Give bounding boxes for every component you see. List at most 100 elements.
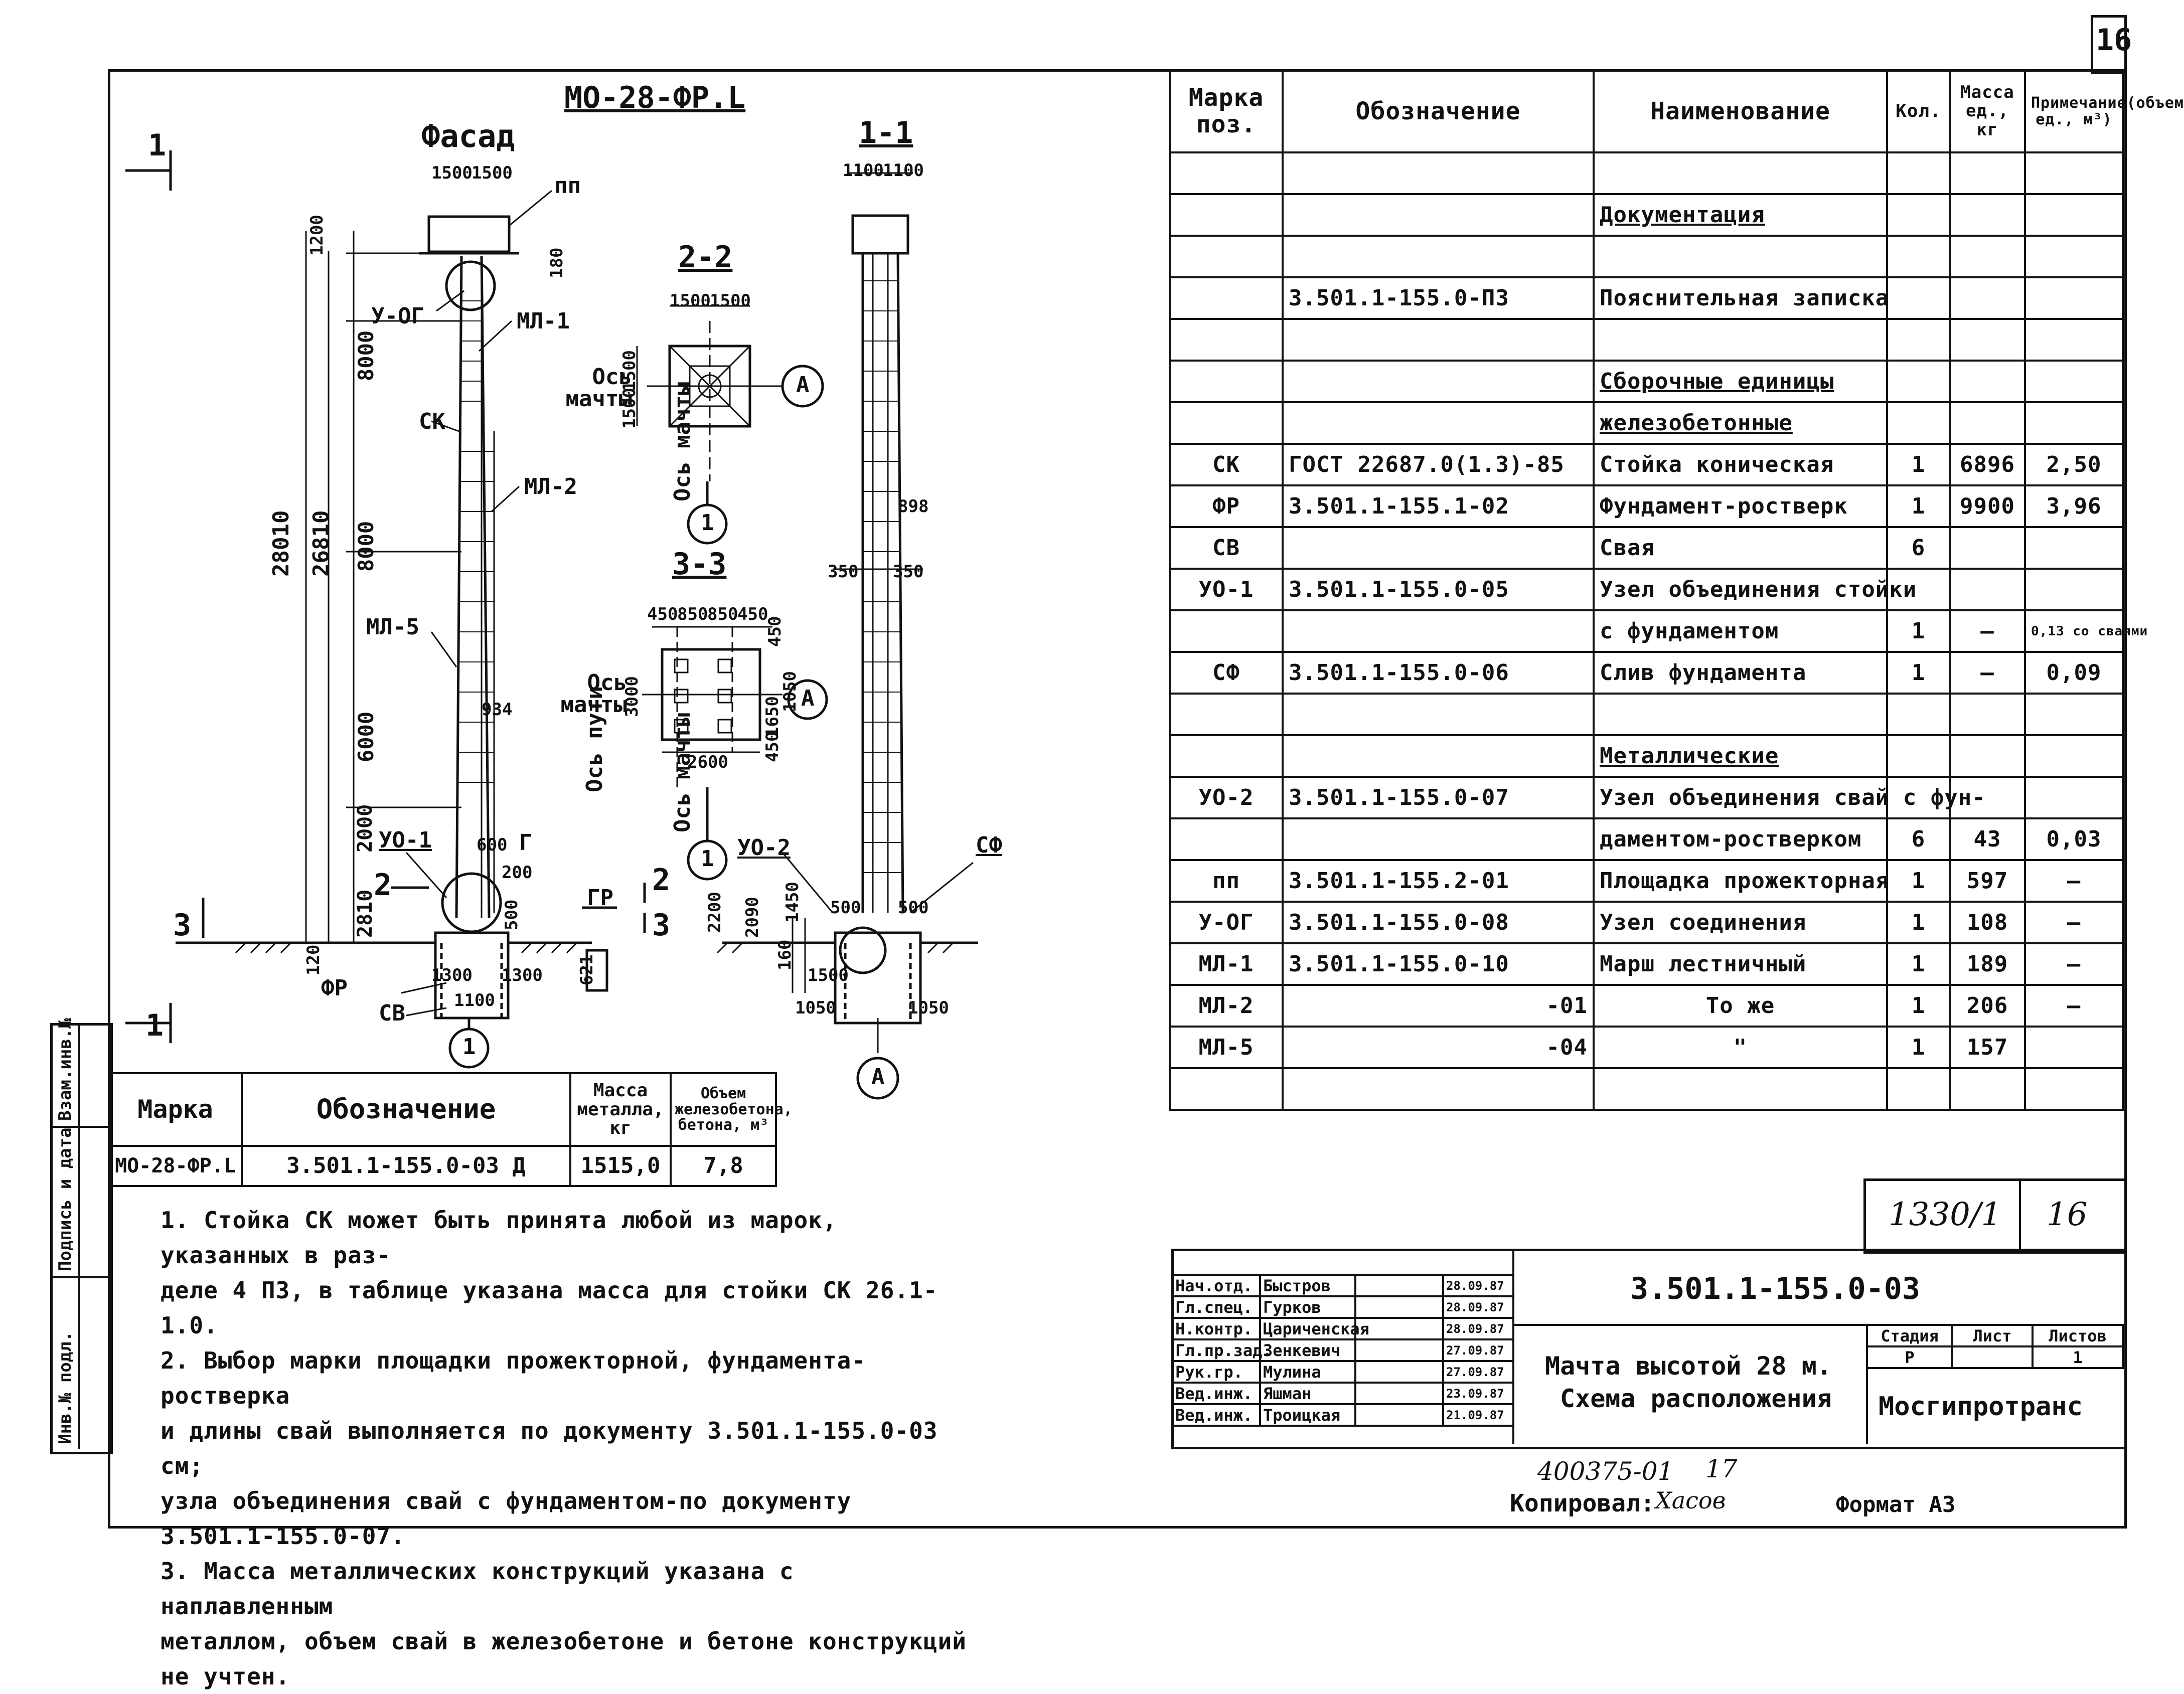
- os-machty-22: Ось мачты: [565, 364, 632, 412]
- listov-value: 1: [2032, 1345, 2124, 1369]
- spec-row: железобетонные: [1169, 401, 2124, 445]
- cut-mark-2-right: 2: [652, 863, 671, 898]
- spec-row: Металлические: [1169, 734, 2124, 778]
- cut-mark-3-right: 3: [652, 908, 671, 943]
- spec-cell-pos: [1169, 360, 1284, 403]
- spec-cell-pos: [1169, 734, 1284, 778]
- spec-cell-oboz: 3.501.1-155.0-06: [1282, 651, 1595, 695]
- spec-cell-massa: [1949, 693, 2026, 736]
- spec-cell-massa: 206: [1949, 984, 2026, 1028]
- spec-cell-oboz: [1282, 151, 1595, 195]
- left-margin-divider-1: [78, 1023, 80, 1449]
- dim-2200: 2200: [705, 892, 725, 933]
- spec-cell-oboz: 3.501.1-155.1-02: [1282, 484, 1595, 528]
- spec-cell-pos: ФР: [1169, 484, 1284, 528]
- dim-33-1050: 1050: [780, 671, 800, 712]
- os-machty-33: Ось мачты: [560, 670, 627, 718]
- notes-block: 1. Стойка СК может быть принята любой из…: [161, 1203, 973, 1694]
- spec-cell-kol: [1886, 734, 1951, 778]
- signature-sign: [1354, 1317, 1444, 1340]
- spec-cell-prim: [2024, 1067, 2124, 1111]
- stadia-label: Стадия: [1866, 1324, 1953, 1347]
- sheet-code-num: 16: [2047, 1196, 2088, 1233]
- spec-cell-massa: —: [1949, 609, 2026, 653]
- spec-header-naim: Наименование: [1593, 69, 1888, 153]
- signature-name: Цариченская: [1259, 1317, 1369, 1340]
- callout-fr: ФР: [321, 975, 348, 1001]
- dim-33-850a: 850: [677, 604, 708, 624]
- section-3-3-title: 3-3: [672, 547, 727, 582]
- spec-cell-pos: МЛ-1: [1169, 942, 1284, 986]
- callout-gr: ГР: [587, 885, 613, 911]
- spec-cell-prim: [2024, 568, 2124, 611]
- spec-cell-prim: 0,09: [2024, 651, 2124, 695]
- spec-cell-massa: [1949, 734, 2026, 778]
- spec-cell-kol: [1886, 151, 1951, 195]
- dim-934: 934: [482, 700, 513, 720]
- spec-cell-massa: [1949, 401, 2026, 445]
- note-line: 3.501.1-155.0-07.: [161, 1522, 405, 1550]
- spec-cell-prim: [2024, 235, 2124, 278]
- signature-sign: [1354, 1382, 1444, 1405]
- copied-signature: Хасов: [1655, 1487, 1726, 1514]
- dim-26810: 26810: [308, 510, 334, 577]
- spec-cell-kol: [1886, 693, 1951, 736]
- spec-header-kol: Кол.: [1886, 69, 1951, 153]
- spec-cell-oboz: [1282, 235, 1595, 278]
- signature-name: Мулина: [1259, 1360, 1356, 1384]
- dim-33-450a: 450: [647, 604, 678, 624]
- dim-22-1500a: 1500: [670, 291, 711, 311]
- spec-cell-naim: [1593, 1067, 1888, 1111]
- dim-1500a: 1500: [431, 163, 473, 183]
- callout-yog: У-ОГ: [371, 303, 424, 329]
- dim-33-450d: 450: [762, 731, 783, 762]
- spec-cell-kol: 1: [1886, 901, 1951, 944]
- spec-cell-oboz: ГОСТ 22687.0(1.3)-85: [1282, 443, 1595, 486]
- spec-cell-pos: [1169, 817, 1284, 861]
- dim-11-1050b: 1050: [908, 998, 949, 1018]
- spec-cell-oboz: [1282, 734, 1595, 778]
- note-line: и длины свай выполняется по документу 3.…: [161, 1417, 938, 1479]
- mark-value-obem: 7,8: [670, 1145, 777, 1187]
- spec-cell-prim: —: [2024, 859, 2124, 903]
- spec-cell-prim: [2024, 693, 2124, 736]
- spec-cell-naim: Стойка коническая: [1593, 443, 1888, 486]
- axis-circle-1-22: 1: [701, 510, 714, 536]
- spec-cell-oboz: [1282, 693, 1595, 736]
- title-block-vdiv: [1512, 1249, 1514, 1444]
- os-machty-33-vertical: Ось мачты: [670, 713, 695, 832]
- spec-header-massa: Масса ед., кг: [1949, 69, 2026, 153]
- mark-data-row: МО-28-ФР.L 3.501.1-155.0-03 Д 1515,0 7,8: [108, 1145, 777, 1187]
- cut-mark-3-left: 3: [173, 908, 192, 943]
- cut-mark-2-left: 2: [374, 868, 392, 903]
- cut-mark-1-bottom: 1: [145, 1008, 164, 1043]
- dim-22-1500b: 1500: [710, 291, 751, 311]
- dim-11-500b: 500: [898, 898, 929, 918]
- section-1-1-title: 1-1: [859, 115, 913, 150]
- copied-label: Копировал:: [1510, 1489, 1655, 1517]
- signature-sign: [1354, 1338, 1444, 1362]
- spec-cell-massa: [1949, 568, 2026, 611]
- callout-sf: СФ: [976, 832, 1002, 858]
- top-mark-label: МО-28-ФР.L: [564, 80, 746, 115]
- dim-22-1500c: 1500: [619, 350, 640, 391]
- spec-cell-massa: [1949, 276, 2026, 320]
- title-line-1: Мачта высотой 28 м.: [1545, 1351, 1832, 1381]
- spec-row: Документация: [1169, 193, 2124, 237]
- callout-ml1: МЛ-1: [517, 308, 570, 334]
- spec-cell-kol: [1886, 401, 1951, 445]
- dim-33-2600: 2600: [687, 752, 728, 772]
- spec-cell-massa: 9900: [1949, 484, 2026, 528]
- spec-cell-naim: То же: [1593, 984, 1888, 1028]
- dim-120: 120: [303, 944, 324, 975]
- spec-cell-prim: [2024, 193, 2124, 237]
- signature-role: Вед.инж.: [1171, 1403, 1261, 1427]
- spec-cell-oboz: [1282, 360, 1595, 403]
